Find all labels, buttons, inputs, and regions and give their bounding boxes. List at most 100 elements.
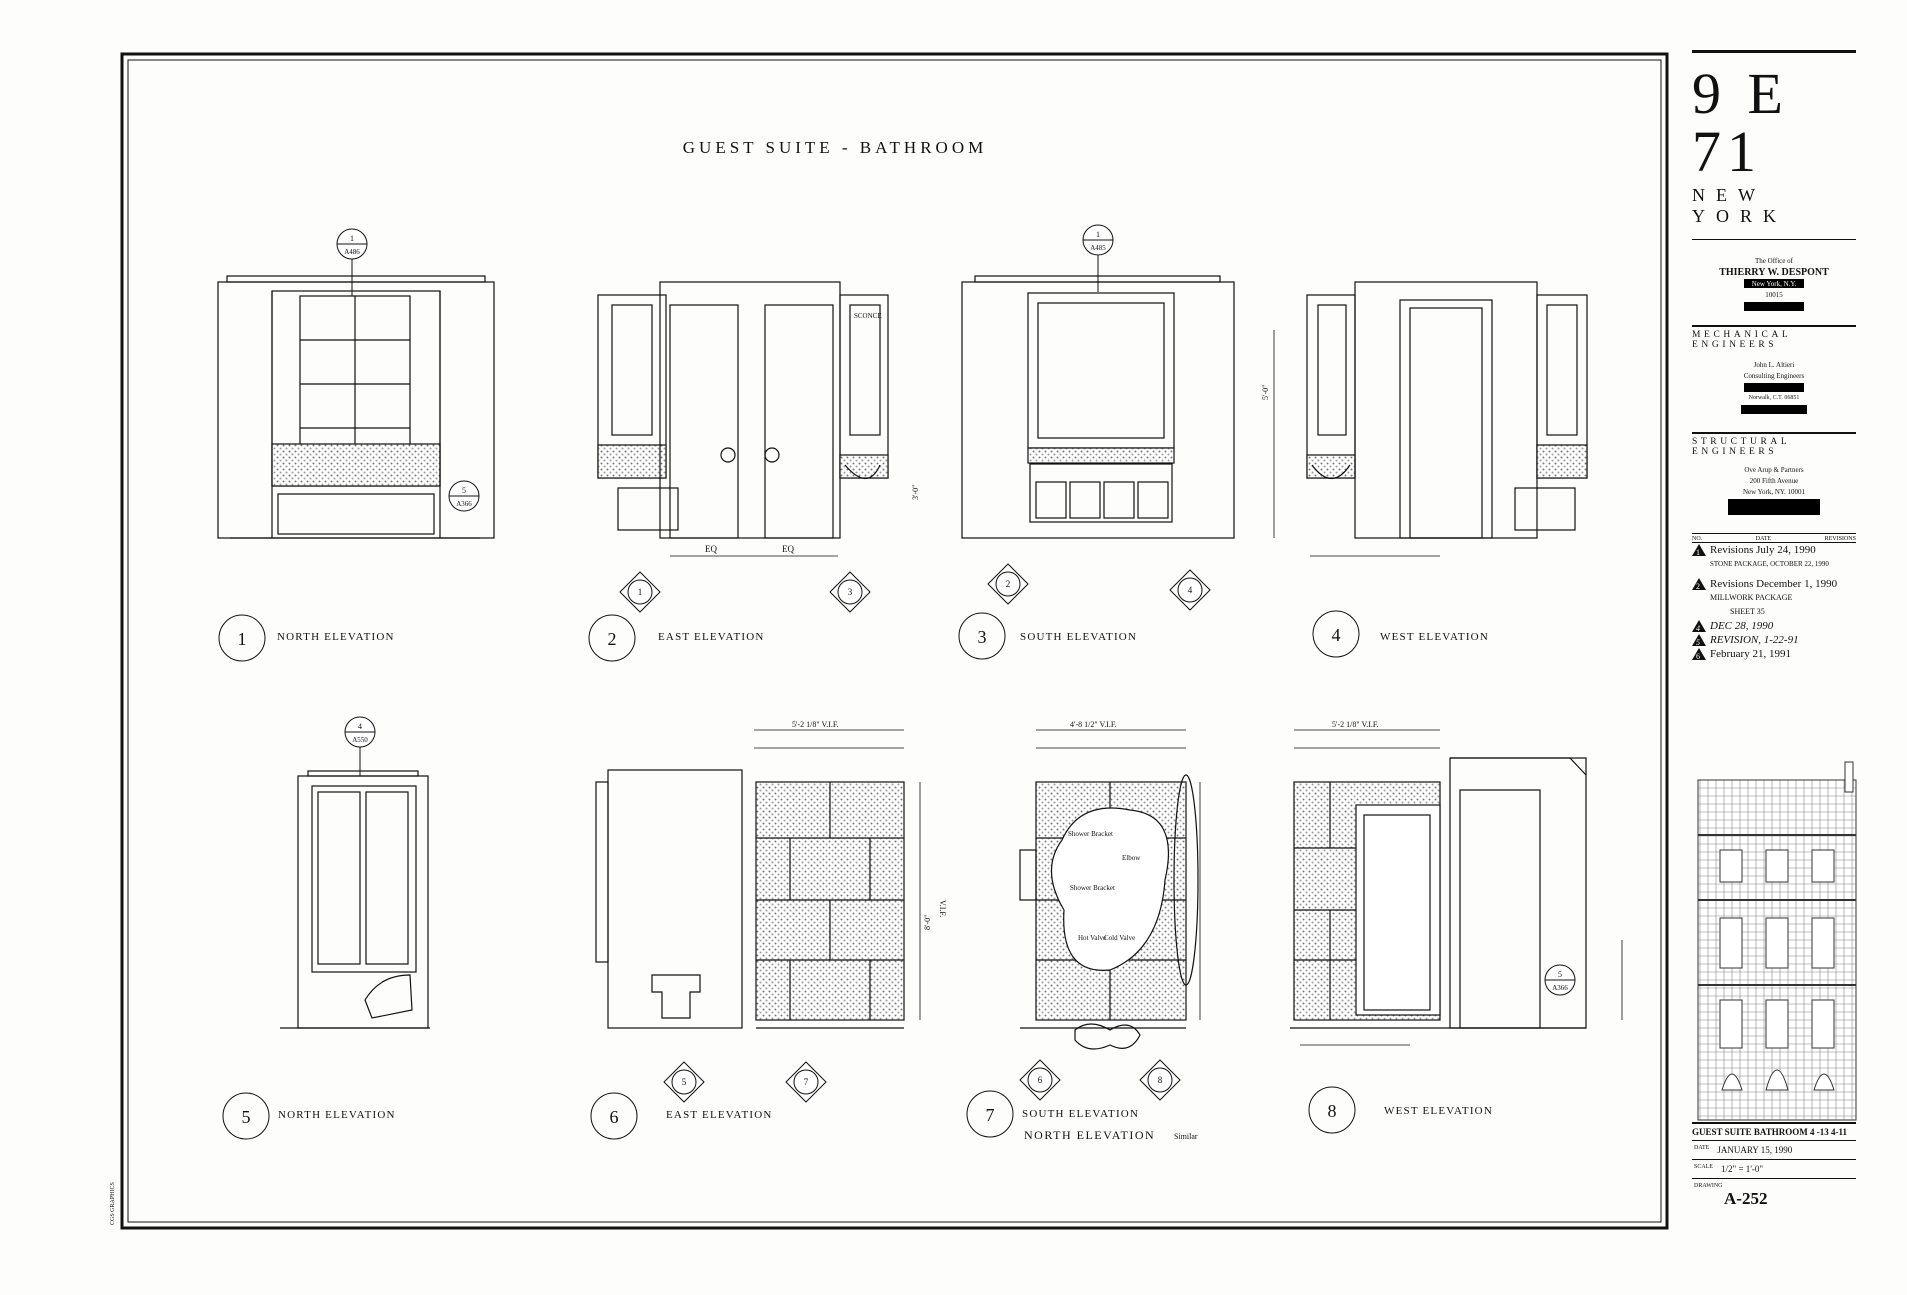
svg-text:6: 6 (610, 1107, 619, 1127)
elevation-8-west (1290, 757, 1587, 1029)
svg-text:EAST ELEVATION: EAST ELEVATION (666, 1109, 773, 1121)
svg-text:3: 3 (978, 627, 987, 647)
dimension-lines (670, 330, 1623, 1046)
detail-tag-4: 4 A550 (344, 716, 376, 776)
callout-elev-6: 6 EAST ELEVATION (590, 1092, 773, 1140)
callout-elev-2: 2 EAST ELEVATION (588, 614, 765, 662)
callout-elev-8: 8 WEST ELEVATION (1308, 1086, 1493, 1134)
svg-text:A366: A366 (456, 500, 472, 508)
shower-label-1: Shower Bracket (1068, 830, 1113, 838)
callout-elev-1: 1 NORTH ELEVATION (218, 614, 395, 662)
elevation-3-south (961, 275, 1235, 539)
dim-h3: 8'-0" (923, 915, 932, 930)
dim-h2: 3'-0" (911, 485, 920, 500)
svg-text:NORTH ELEVATION: NORTH ELEVATION (278, 1109, 396, 1121)
struct-name: Ove Arup & Partners (1744, 466, 1804, 474)
redaction (1744, 279, 1804, 288)
mech-line2: Consulting Engineers (1743, 372, 1805, 380)
dim-eq-2: EQ (782, 544, 794, 554)
callout-elev-3: 3 SOUTH ELEVATION (958, 612, 1137, 660)
svg-text:2: 2 (608, 629, 617, 649)
svg-text:SOUTH ELEVATION: SOUTH ELEVATION (1020, 631, 1137, 643)
svg-text:1: 1 (350, 234, 354, 243)
printer-credit: CGS GRAPHICS (110, 1182, 116, 1225)
drawing-border (120, 52, 1669, 1230)
project-city: NEW YORK (1692, 185, 1788, 226)
callout-elev-4: 4 WEST ELEVATION (1312, 610, 1489, 658)
shower-label-4: Hot Valve (1078, 934, 1106, 942)
svg-text:A550: A550 (352, 736, 368, 744)
elevation-4-west (1306, 281, 1588, 539)
detail-tag-3: 1 A485 (1082, 224, 1114, 292)
shower-label-5: Cold Valve (1104, 934, 1135, 942)
svg-text:A485: A485 (1090, 244, 1106, 252)
dim-vif: V.I.F. (938, 900, 947, 917)
dim-width-7: 4'-8 1/2" V.I.F. (1070, 720, 1117, 729)
dim-width-8: 5'-2 1/8" V.I.F. (1332, 720, 1379, 729)
callout-elev-7: 7 SOUTH ELEVATION NORTH ELEVATION Simila… (966, 1090, 1198, 1142)
svg-text:7: 7 (804, 1077, 809, 1087)
svg-text:1: 1 (1096, 230, 1100, 239)
detail-tag-1: 1 A486 (336, 228, 368, 296)
section-arrows (619, 563, 1211, 1103)
elevation-5-north (280, 770, 430, 1029)
struct-header: STRUCTURAL ENGINEERS (1692, 432, 1856, 457)
drawing-number-field: DRAWING A-252 (1692, 1178, 1856, 1213)
svg-text:5: 5 (682, 1077, 687, 1087)
dim-width-6: 5'-2 1/8" V.I.F. (792, 720, 839, 729)
svg-text:2: 2 (1006, 579, 1011, 589)
architect-prefix: The Office of (1755, 257, 1793, 265)
elevation-2-east (597, 281, 889, 539)
shower-label-2: Elbow (1122, 854, 1141, 862)
svg-text:3: 3 (848, 587, 853, 597)
struct-address: 200 Fifth Avenue (1749, 477, 1799, 485)
svg-text:EAST ELEVATION: EAST ELEVATION (658, 631, 765, 643)
mech-name: John L. Altieri (1753, 361, 1795, 369)
elevation-1-north (217, 275, 495, 539)
svg-text:WEST ELEVATION: WEST ELEVATION (1384, 1105, 1493, 1117)
mech-line3: Norwalk, C.T. 06851 (1748, 395, 1800, 401)
svg-text:4: 4 (1188, 585, 1193, 595)
svg-text:8: 8 (1328, 1101, 1337, 1121)
svg-text:WEST ELEVATION: WEST ELEVATION (1380, 631, 1489, 643)
section-arrow-labels: 1 3 2 4 5 7 6 8 (638, 579, 1193, 1087)
svg-text:SOUTH ELEVATION: SOUTH ELEVATION (1022, 1108, 1139, 1120)
sconce-label: SCONCE (854, 312, 882, 320)
svg-text:8: 8 (1158, 1075, 1163, 1085)
svg-text:5: 5 (242, 1107, 251, 1127)
svg-text:5: 5 (462, 486, 466, 495)
architect-zip: 10015 (1765, 291, 1783, 299)
project-number: 9 E 71 (1692, 61, 1789, 184)
svg-text:7: 7 (986, 1105, 995, 1125)
drawing-title: GUEST SUITE BATHROOM 4 -13 4-11 (1692, 1122, 1856, 1140)
detail-tag-2: 5 A366 (448, 480, 480, 512)
building-facade-image (1697, 761, 1857, 1121)
redaction (1728, 499, 1820, 515)
svg-text:6: 6 (1038, 1075, 1043, 1085)
architect-name: THIERRY W. DESPONT (1719, 267, 1829, 278)
svg-text:A366: A366 (1552, 984, 1568, 992)
svg-text:1: 1 (238, 629, 247, 649)
elevation-6-east (595, 769, 905, 1029)
redaction (1744, 302, 1804, 311)
svg-text:A486: A486 (344, 248, 360, 256)
svg-text:4: 4 (1332, 625, 1341, 645)
redaction (1741, 405, 1807, 414)
svg-text:NORTH ELEVATION: NORTH ELEVATION (277, 631, 395, 643)
elevation-7-south (1019, 774, 1199, 1050)
redaction (1744, 383, 1804, 392)
shower-label-3: Shower Bracket (1070, 884, 1115, 892)
svg-text:5: 5 (1558, 970, 1562, 979)
svg-text:4: 4 (358, 722, 362, 731)
mech-header: MECHANICAL ENGINEERS (1692, 325, 1856, 350)
dim-h1: 5'-0" (1261, 385, 1270, 400)
title-block: 9 E 71 NEW YORK The Office of THIERRY W.… (1692, 50, 1856, 1228)
elev7-similar: Similar (1174, 1132, 1198, 1141)
elev7-note: NORTH ELEVATION (1024, 1128, 1155, 1142)
svg-text:1: 1 (638, 587, 643, 597)
dim-eq-1: EQ (705, 544, 717, 554)
